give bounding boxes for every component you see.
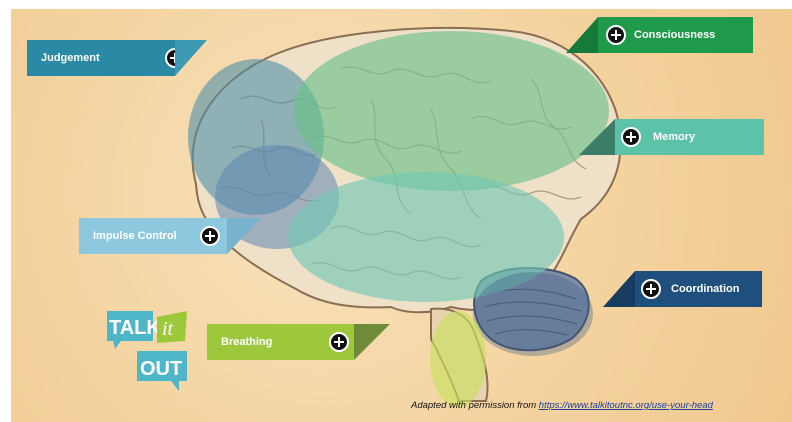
consciousness-tag[interactable]: Consciousness bbox=[598, 17, 753, 53]
plus-circle-icon[interactable] bbox=[606, 25, 626, 45]
coordination-tag[interactable]: Coordination bbox=[635, 271, 762, 307]
credit-prefix: Adapted with permission from bbox=[411, 400, 539, 411]
logo-out-text: OUT bbox=[140, 358, 182, 380]
plus-circle-icon[interactable] bbox=[200, 226, 220, 246]
judgement-label: Judgement bbox=[41, 52, 100, 64]
memory-fold bbox=[579, 119, 615, 155]
breathing-region bbox=[430, 311, 486, 407]
judgement-tag[interactable]: Judgement bbox=[27, 40, 175, 76]
consciousness-region bbox=[293, 31, 609, 191]
brain-diagram-canvas: Judgement Consciousness Memory Impulse C… bbox=[11, 9, 792, 422]
plus-circle-icon[interactable] bbox=[329, 332, 349, 352]
consciousness-fold bbox=[566, 17, 598, 53]
memory-tag[interactable]: Memory bbox=[615, 119, 764, 155]
logo-talk-text: TALK bbox=[109, 317, 161, 339]
breathing-label: Breathing bbox=[221, 336, 272, 348]
talk-it-out-logo: TALK it OUT bbox=[107, 307, 193, 399]
breathing-fold bbox=[354, 324, 390, 360]
attribution-credit: Adapted with permission from https://www… bbox=[411, 400, 713, 411]
coordination-label: Coordination bbox=[671, 283, 739, 295]
breathing-tag[interactable]: Breathing bbox=[207, 324, 354, 360]
credit-link[interactable]: https://www.talkitoutnc.org/use-your-hea… bbox=[539, 400, 713, 411]
impulse-control-label: Impulse Control bbox=[93, 230, 177, 242]
plus-circle-icon[interactable] bbox=[641, 279, 661, 299]
impulse-control-fold bbox=[227, 218, 261, 254]
coordination-fold bbox=[603, 271, 635, 307]
consciousness-label: Consciousness bbox=[634, 29, 715, 41]
logo-it-text: it bbox=[162, 318, 174, 340]
impulse-control-tag[interactable]: Impulse Control bbox=[79, 218, 227, 254]
judgement-fold bbox=[175, 40, 207, 76]
coordination-region bbox=[473, 272, 593, 356]
memory-label: Memory bbox=[653, 131, 695, 143]
plus-circle-icon[interactable] bbox=[621, 127, 641, 147]
